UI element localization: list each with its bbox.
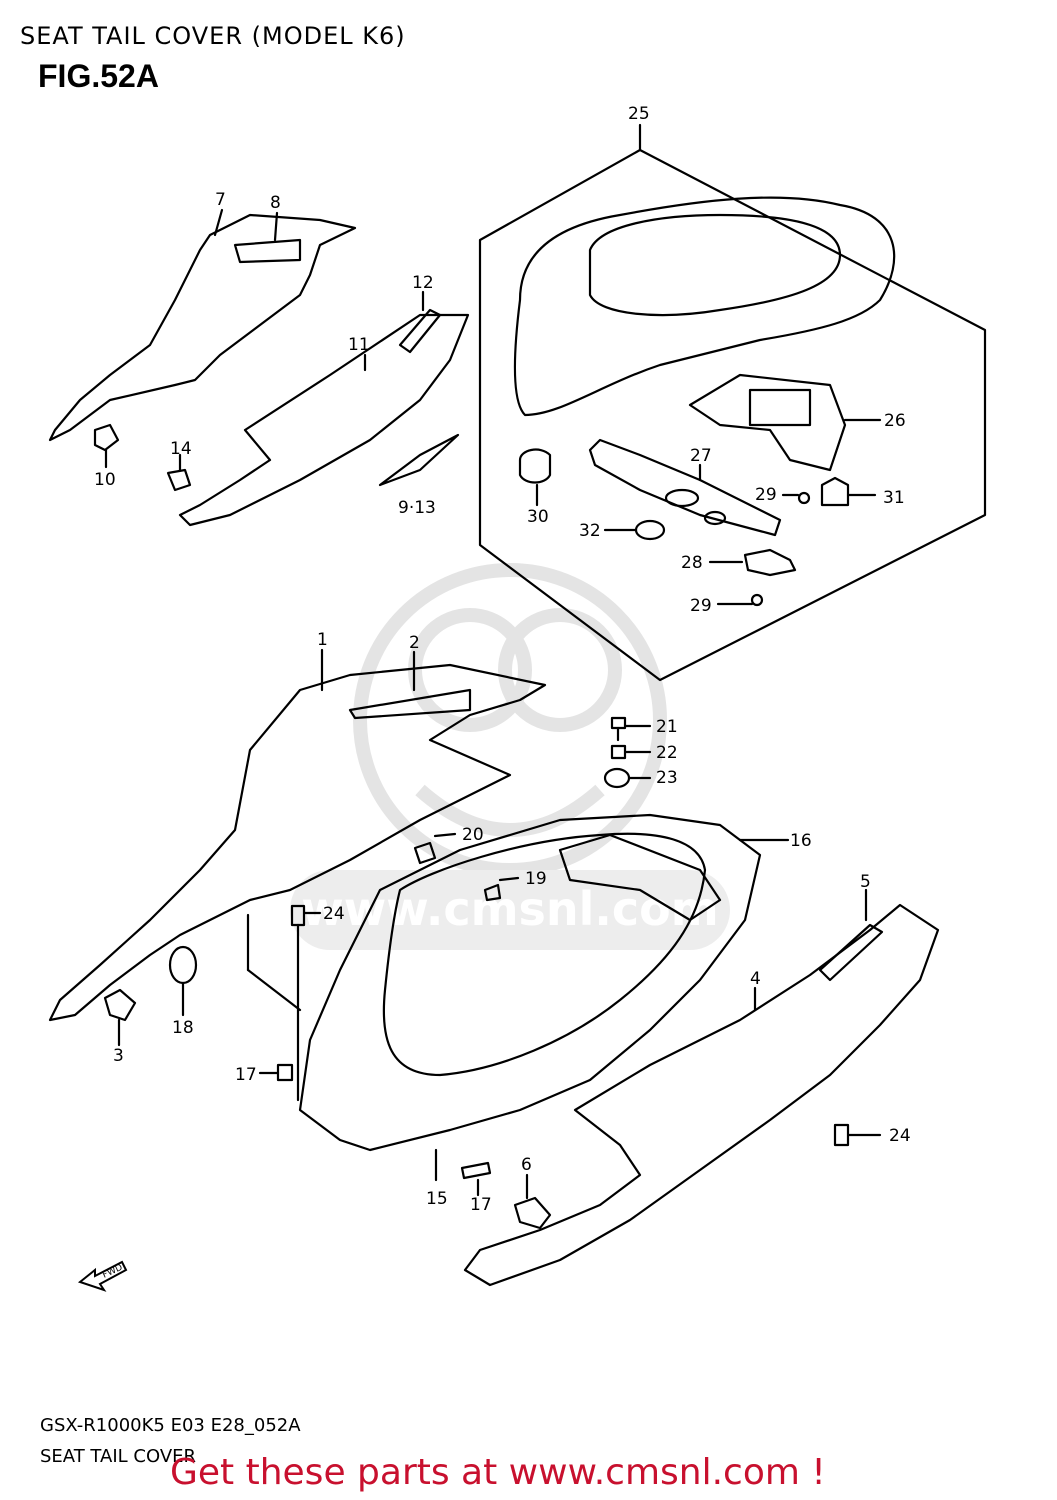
callout-29a: 29: [755, 485, 777, 505]
callout-30: 30: [527, 507, 549, 527]
part-3-clip: [103, 988, 137, 1022]
callout-32: 32: [579, 521, 601, 541]
part-11-side-cover: [178, 313, 470, 527]
callout-17b: 17: [470, 1195, 492, 1215]
cta-link[interactable]: Get these parts at www.cmsnl.com !: [170, 1452, 826, 1493]
callout-15: 15: [426, 1189, 448, 1209]
part-7-cover: [48, 213, 357, 442]
part-17-pad-b: [460, 1161, 492, 1180]
diagram-description: SEAT TAIL COVER: [40, 1446, 197, 1467]
callout-23: 23: [656, 768, 678, 788]
part-25-seat-cowl: [513, 196, 896, 417]
part-15-tail-cover: [298, 813, 762, 1152]
part-19-screw: [483, 883, 502, 902]
callout-17a: 17: [235, 1065, 257, 1085]
part-18-grommet: [168, 945, 198, 985]
part-9-13-emblem: [378, 433, 460, 487]
part-31-cushion: [820, 476, 850, 507]
callout-14: 14: [170, 439, 192, 459]
part-1-main-cover: [48, 663, 547, 1022]
part-26-bracket: [688, 373, 847, 472]
part-27-plate: [588, 438, 782, 537]
part-16-frame: [558, 833, 722, 922]
part-24-rivet-b: [833, 1123, 850, 1147]
part-14-clip: [166, 468, 192, 492]
callout-27: 27: [690, 446, 712, 466]
callout-31: 31: [883, 488, 905, 508]
part-10-clip: [93, 423, 120, 452]
callout-10: 10: [94, 470, 116, 490]
callout-9-13: 9·13: [398, 498, 436, 518]
part-21-bolt: [610, 716, 627, 730]
callout-28: 28: [681, 553, 703, 573]
diagram-code: GSX-R1000K5 E03 E28_052A: [40, 1415, 301, 1436]
callout-20: 20: [462, 825, 484, 845]
callout-25: 25: [628, 104, 650, 124]
part-29-screw-a: [797, 491, 811, 505]
callout-16: 16: [790, 831, 812, 851]
fwd-arrow-icon: FWD: [77, 1260, 128, 1292]
callout-7: 7: [215, 190, 226, 210]
part-22-collar: [610, 744, 627, 760]
callout-22: 22: [656, 743, 678, 763]
callout-5: 5: [860, 872, 871, 892]
callout-19: 19: [525, 869, 547, 889]
part-17-pad-a: [276, 1063, 294, 1082]
callout-24b: 24: [889, 1126, 911, 1146]
callout-11: 11: [348, 335, 370, 355]
callout-18: 18: [172, 1018, 194, 1038]
callout-29b: 29: [690, 596, 712, 616]
part-4-right-cover: [463, 903, 940, 1287]
part-6-clip: [513, 1196, 552, 1230]
callout-8: 8: [270, 193, 281, 213]
callout-3: 3: [113, 1046, 124, 1066]
part-28-clip: [743, 548, 797, 577]
part-23-damper: [603, 767, 631, 789]
callout-24a: 24: [323, 904, 345, 924]
callout-4: 4: [750, 969, 761, 989]
callout-6: 6: [521, 1155, 532, 1175]
part-30-bumper: [518, 448, 552, 484]
part-12-vent: [398, 308, 442, 354]
part-29-screw-b: [750, 593, 764, 607]
callout-12: 12: [412, 273, 434, 293]
part-32-grommet: [634, 519, 666, 541]
callout-21: 21: [656, 717, 678, 737]
callout-2: 2: [409, 633, 420, 653]
figure-number: FIG.52A: [38, 58, 159, 94]
part-24-rivet-a: [290, 904, 306, 927]
callout-26: 26: [884, 411, 906, 431]
callout-1: 1: [317, 630, 328, 650]
part-20-nut: [413, 841, 437, 865]
assembly-hexagon: [478, 148, 987, 682]
page-title: SEAT TAIL COVER (MODEL K6): [20, 22, 406, 50]
part-5-vent: [818, 923, 884, 982]
